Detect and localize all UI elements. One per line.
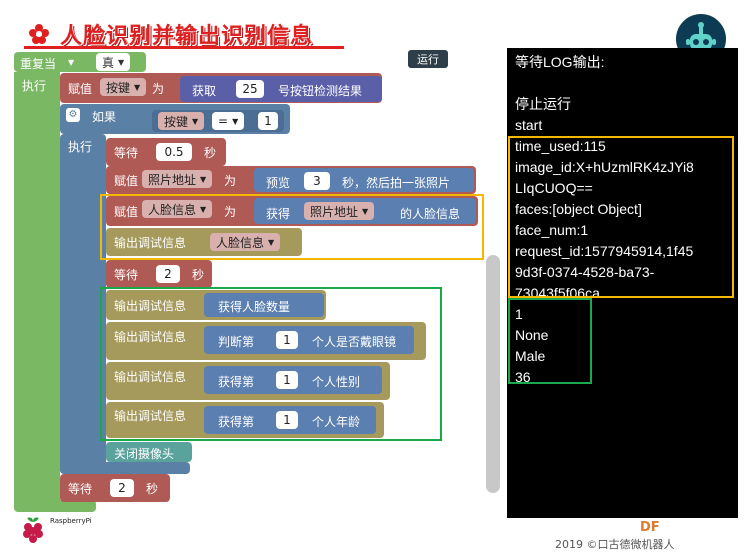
- wait-label-3: 等待: [68, 482, 93, 496]
- var-face-output-dropdown[interactable]: 人脸信息▼: [210, 233, 281, 251]
- judge-glasses-block[interactable]: [204, 326, 414, 354]
- assign-label-2: 赋值: [114, 174, 139, 188]
- preview-label: 预览: [266, 176, 291, 190]
- compare-value-input[interactable]: 1: [258, 112, 278, 130]
- repeat-bottom-cap: [14, 500, 96, 512]
- get-face-prefix: 获得: [266, 207, 291, 221]
- as-label-3: 为: [224, 205, 237, 219]
- console-line: request_id:1577945914,1f45: [515, 243, 694, 259]
- df-watermark: DF: [640, 520, 660, 535]
- debug-output-label-1: 输出调试信息: [114, 236, 187, 250]
- age-index-input[interactable]: 1: [276, 411, 298, 429]
- preview-seconds-input[interactable]: 3: [304, 172, 330, 190]
- console-line: image_id:X+hUzmlRK4zJYi8: [515, 159, 694, 175]
- console-line: 1: [515, 306, 523, 322]
- wait-value-1[interactable]: 0.5: [156, 143, 192, 161]
- workspace-scrollbar[interactable]: [486, 255, 500, 493]
- preview-suffix-label: 秒，然后拍一张照片: [342, 176, 451, 190]
- wait-value-2[interactable]: 2: [156, 265, 180, 283]
- repeat-label: 重复当: [20, 57, 57, 71]
- repeat-body-bar: [14, 72, 60, 512]
- as-label-2: 为: [224, 174, 237, 188]
- raspberry-pi-logo: RaspberryPi: [18, 514, 92, 544]
- wait-value-3[interactable]: 2: [110, 479, 134, 497]
- age-prefix-label: 获得第: [218, 415, 255, 429]
- seconds-label-2: 秒: [192, 268, 205, 282]
- get-face-suffix: 的人脸信息: [400, 207, 461, 221]
- console-line: LIqCUOQ==: [515, 180, 593, 196]
- console-highlight-green: [508, 298, 592, 384]
- seconds-label-3: 秒: [146, 482, 159, 496]
- get-button-block[interactable]: [180, 76, 382, 102]
- var-face-dropdown[interactable]: 人脸信息▼: [142, 200, 213, 218]
- equal-operator-dropdown[interactable]: =▼: [212, 112, 245, 130]
- console-line: 9d3f-0374-4528-ba73-: [515, 264, 655, 280]
- gender-index-input[interactable]: 1: [276, 371, 298, 389]
- console-highlight-yellow: [508, 136, 734, 298]
- console-line: Male: [515, 348, 546, 364]
- condition-true-dropdown[interactable]: 真▼: [96, 53, 131, 71]
- debug-output-label-2: 输出调试信息: [114, 299, 187, 313]
- seconds-label-1: 秒: [204, 146, 217, 160]
- title-area: 人脸识别并输出识别信息: [28, 18, 313, 50]
- button-pin-input[interactable]: 25: [236, 80, 264, 98]
- debug-output-label-4: 输出调试信息: [114, 370, 187, 384]
- face-count-label: 获得人脸数量: [218, 300, 291, 314]
- console-line: 停止运行: [515, 96, 571, 112]
- console-line: [515, 73, 730, 94]
- judge-prefix-label: 判断第: [218, 335, 255, 349]
- console-line: start: [515, 117, 543, 133]
- wait-label-2: 等待: [114, 268, 139, 282]
- gear-icon[interactable]: ⚙: [66, 108, 80, 122]
- glasses-index-input[interactable]: 1: [276, 331, 298, 349]
- console-line: 36: [515, 369, 531, 385]
- console-line: 等待LOG输出:: [515, 54, 605, 70]
- get-label: 获取: [192, 84, 217, 98]
- title-underline: [24, 46, 344, 49]
- as-label: 为: [152, 82, 165, 96]
- debug-output-label-5: 输出调试信息: [114, 409, 187, 423]
- run-button[interactable]: 运行: [408, 50, 448, 68]
- console-line: faces:[object Object]: [515, 201, 642, 217]
- var-button-dropdown[interactable]: 按键▼: [100, 78, 147, 96]
- preview-block[interactable]: [254, 168, 474, 192]
- age-suffix-label: 个人年龄: [312, 415, 361, 429]
- close-camera-block[interactable]: [106, 442, 192, 462]
- console-line: face_num:1: [515, 222, 589, 238]
- var-button-compare-dropdown[interactable]: 按键▼: [158, 112, 205, 130]
- if-body-bar: [60, 134, 106, 474]
- console-line: time_used:115: [515, 138, 606, 154]
- highlight-box-green: [100, 287, 442, 441]
- debug-output-label-3: 输出调试信息: [114, 330, 187, 344]
- var-photo-dropdown[interactable]: 照片地址▼: [142, 170, 213, 188]
- console-line: None: [515, 327, 549, 343]
- exec-label: 执行: [22, 79, 47, 93]
- raspberry-icon: [23, 517, 43, 543]
- raspberry-pi-text: RaspberryPi: [50, 517, 92, 525]
- assign-label: 赋值: [68, 82, 93, 96]
- if-label: 如果: [92, 110, 117, 124]
- page-title: 人脸识别并输出识别信息: [60, 24, 314, 49]
- face-count-block[interactable]: [204, 293, 324, 317]
- repeat-dropdown-arrow[interactable]: ▼: [62, 53, 77, 71]
- inner-exec-label: 执行: [68, 140, 93, 154]
- if-bottom-cap: [60, 462, 190, 474]
- gender-suffix-label: 个人性别: [312, 375, 361, 389]
- footer-copyright: 2019 ©口古德微机器人: [555, 538, 675, 551]
- wait-label-1: 等待: [114, 146, 139, 160]
- flower-icon: [28, 23, 50, 45]
- button-detect-label: 号按钮检测结果: [278, 84, 363, 98]
- photo-address-dropdown[interactable]: 照片地址▼: [304, 202, 375, 220]
- gender-prefix-label: 获得第: [218, 375, 255, 389]
- log-console: 等待LOG输出: 停止运行 start time_used:115 image_…: [507, 48, 738, 518]
- glasses-suffix-label: 个人是否戴眼镜: [312, 335, 397, 349]
- close-camera-label: 关闭摄像头: [114, 447, 175, 461]
- assign-label-3: 赋值: [114, 205, 139, 219]
- highlight-box-yellow: [100, 194, 484, 260]
